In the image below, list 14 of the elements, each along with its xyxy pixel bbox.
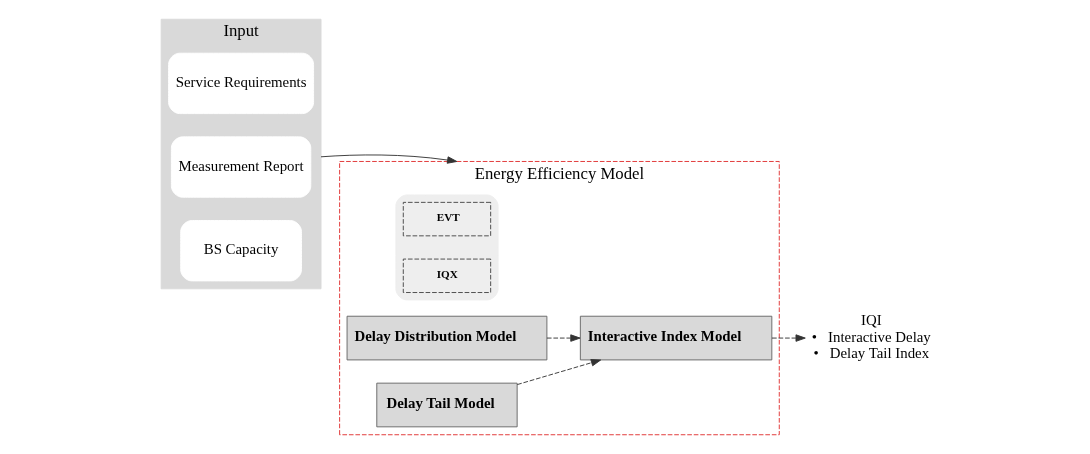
node-text: IQI • Interactive Delay • Delay Tail Index	[811, 311, 931, 362]
arrow	[545, 334, 581, 342]
node-box: Delay Distribution Model	[346, 315, 547, 361]
node-box: BS Capacity	[179, 220, 302, 282]
node-box: EVT	[402, 201, 491, 237]
cluster	[394, 194, 499, 301]
arrow	[516, 359, 601, 386]
node-box: IQX	[402, 258, 491, 293]
node-box: Interactive Index Model	[579, 315, 772, 361]
arrow	[771, 334, 806, 342]
node-box: Delay Tail Model	[375, 382, 518, 428]
node-box: Measurement Report	[170, 136, 311, 198]
arrow	[320, 154, 457, 164]
node-box: Service Requirements	[167, 52, 314, 115]
